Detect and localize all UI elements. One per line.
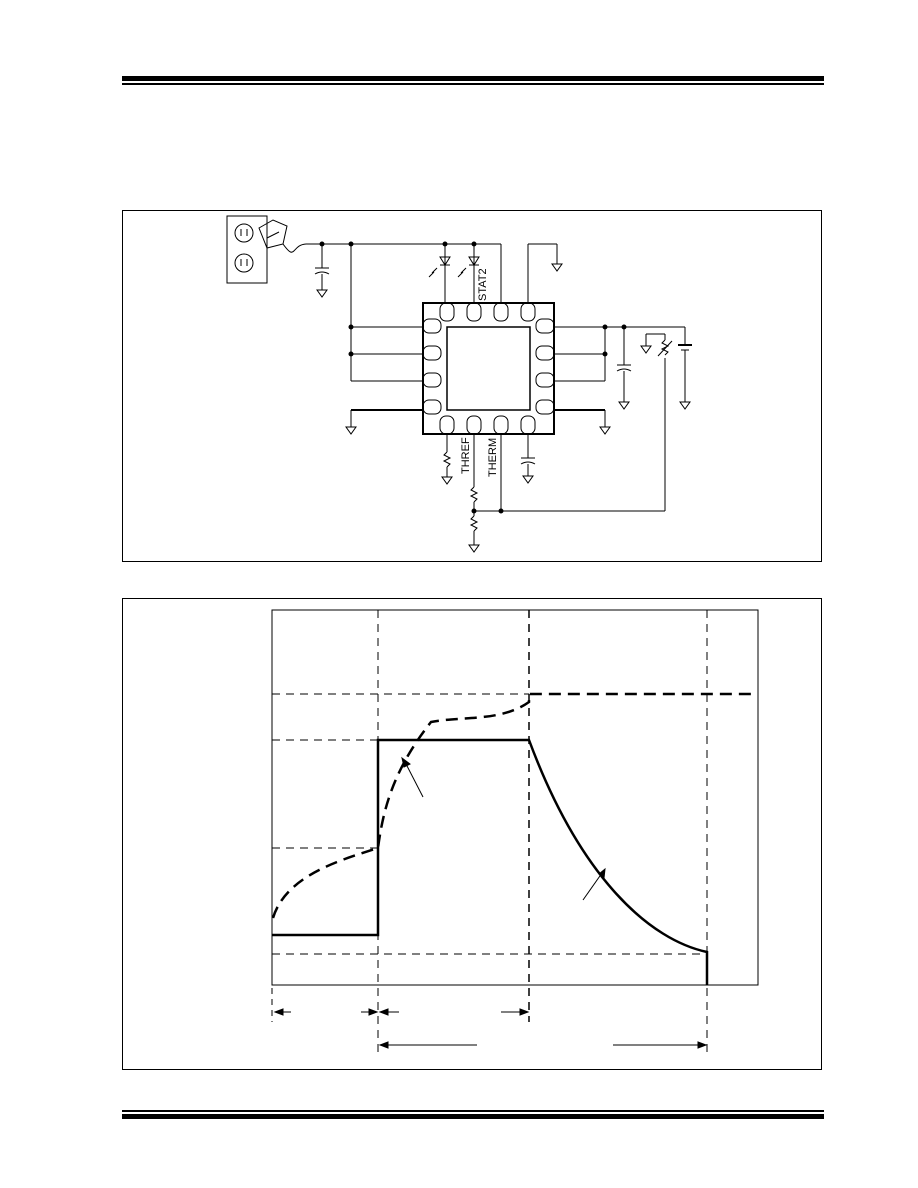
footer-rule-thick bbox=[122, 1114, 824, 1119]
charge-profile-figure bbox=[122, 598, 822, 1070]
thref-label: THREF bbox=[460, 437, 472, 474]
header-rule-thin bbox=[122, 83, 824, 85]
footer-rule-thin bbox=[122, 1110, 824, 1112]
therm-label: THERM bbox=[487, 438, 499, 477]
current-curve bbox=[272, 738, 709, 985]
plot-frame bbox=[271, 609, 759, 986]
header-rule-thick bbox=[122, 76, 824, 81]
wall-outlet-icon bbox=[226, 215, 307, 284]
schematic-figure: STAT2 THREF THERM bbox=[122, 210, 822, 562]
voltage-curve bbox=[271, 692, 758, 919]
charger-ic bbox=[422, 302, 555, 435]
charge-profile-diagram bbox=[271, 609, 759, 1052]
schematic-diagram: STAT2 THREF THERM bbox=[226, 215, 692, 553]
stat2-label: STAT2 bbox=[477, 268, 489, 301]
